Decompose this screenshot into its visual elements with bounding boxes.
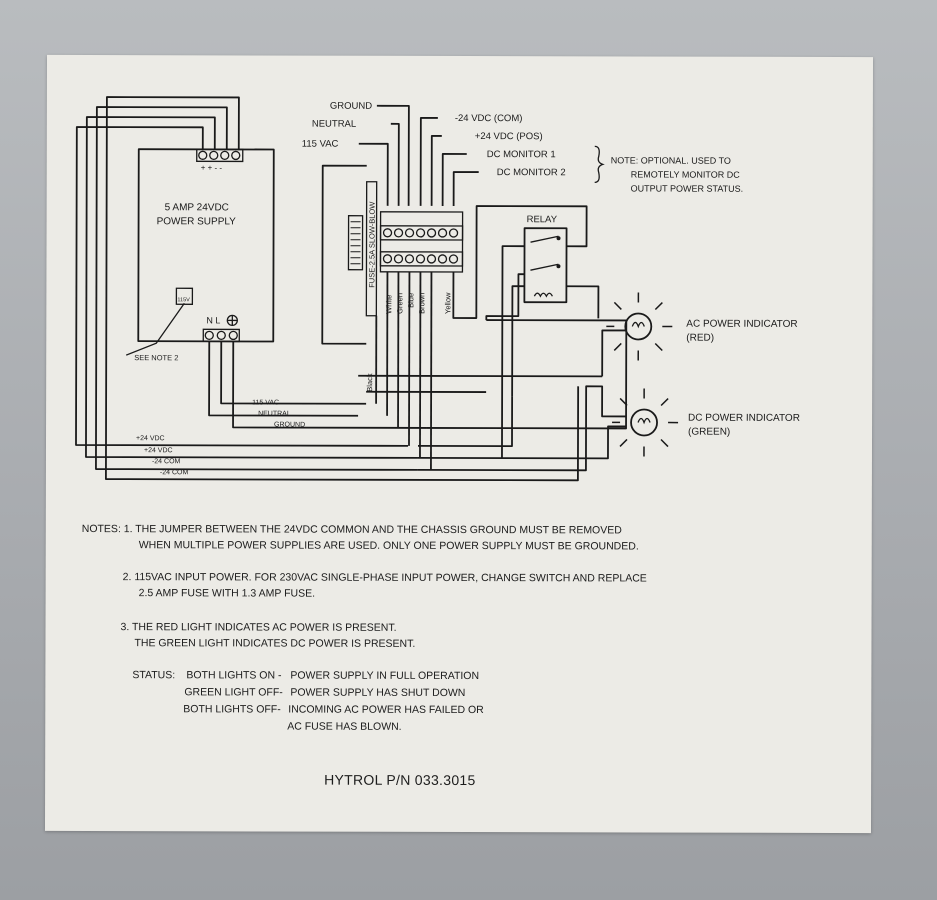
fuse-and-terminal-strip: FUSE-2.5A SLOW-BLOW xyxy=(321,164,464,345)
see-note-2: SEE NOTE 2 xyxy=(134,353,178,362)
note-1-line-1: NOTES: 1. THE JUMPER BETWEEN THE 24VDC C… xyxy=(81,523,622,537)
label-pos: +24 VDC (POS) xyxy=(475,131,543,142)
power-supply-title-1: 5 AMP 24VDC xyxy=(165,202,229,213)
wiring-diagram: + + - - 5 AMP 24VDC POWER SUPPLY 115V N … xyxy=(75,96,800,482)
terminal-drops xyxy=(375,205,588,470)
power-supply: + + - - 5 AMP 24VDC POWER SUPPLY 115V N … xyxy=(125,148,275,362)
status-state-1: BOTH LIGHTS ON - xyxy=(186,669,282,682)
label-mon2: DC MONITOR 2 xyxy=(497,167,566,178)
bus-com-1: -24 COM xyxy=(152,458,181,465)
wire-green: Green xyxy=(395,293,404,314)
indicator-wires xyxy=(358,319,628,472)
wire-white: White xyxy=(384,295,393,314)
bottom-terminal-block xyxy=(202,328,240,343)
status-label: STATUS: xyxy=(132,669,176,682)
label-mon1: DC MONITOR 1 xyxy=(487,149,556,160)
label-ground: GROUND xyxy=(330,101,372,112)
bus-neutral: NEUTRAL xyxy=(258,410,291,417)
ac-input-wires xyxy=(208,341,427,429)
note-2-line-2: 2.5 AMP FUSE WITH 1.3 AMP FUSE. xyxy=(138,587,316,600)
bus-pos-2: +24 VDC xyxy=(144,447,173,454)
part-number: HYTROL P/N 033.3015 xyxy=(324,771,476,789)
wiring-label-card: + + - - 5 AMP 24VDC POWER SUPPLY 115V N … xyxy=(44,54,874,834)
top-label-wires xyxy=(358,104,479,206)
note-3-line-1: 3. THE RED LIGHT INDICATES AC POWER IS P… xyxy=(120,621,397,634)
wire-brown: Brown xyxy=(417,293,426,314)
note-2-line-1: 2. 115VAC INPUT POWER. FOR 230VAC SINGLE… xyxy=(122,571,647,585)
ac-indicator-label-1: AC POWER INDICATOR xyxy=(686,319,797,330)
relay-label: RELAY xyxy=(527,214,558,225)
optional-note-2: REMOTELY MONITOR DC xyxy=(631,169,741,179)
status-meaning-2: POWER SUPPLY HAS SHUT DOWN xyxy=(290,686,466,700)
label-com: -24 VDC (COM) xyxy=(455,113,523,124)
status-meaning-3: INCOMING AC POWER HAS FAILED OR xyxy=(288,703,484,717)
optional-note-1: NOTE: OPTIONAL. USED TO xyxy=(611,155,731,165)
status-state-3: BOTH LIGHTS OFF- xyxy=(183,703,281,716)
ground-symbol-icon xyxy=(226,314,238,327)
terminal-signs: + + - - xyxy=(201,163,223,172)
dc-output-wires xyxy=(75,96,580,482)
wire-yellow: Yellow xyxy=(443,292,452,314)
brace-icon xyxy=(594,145,605,184)
n-l-label: N L xyxy=(206,315,220,325)
wire-black: Black xyxy=(365,373,374,392)
optional-note-3: OUTPUT POWER STATUS. xyxy=(631,183,744,193)
ac-indicator-lamp-icon xyxy=(606,292,673,361)
relay: RELAY xyxy=(485,214,600,459)
bus-ground: GROUND xyxy=(274,422,305,429)
label-115vac: 115 VAC xyxy=(302,139,339,150)
label-neutral: NEUTRAL xyxy=(312,119,356,130)
bus-115vac: 115 VAC xyxy=(252,399,279,406)
note-1-line-2: WHEN MULTIPLE POWER SUPPLIES ARE USED. O… xyxy=(138,539,639,553)
status-meaning-1: POWER SUPPLY IN FULL OPERATION xyxy=(290,669,480,683)
dc-indicator-label-1: DC POWER INDICATOR xyxy=(688,413,800,424)
dc-indicator-lamp-icon xyxy=(612,388,679,457)
bus-pos-1: +24 VDC xyxy=(136,435,165,442)
dc-indicator-label-2: (GREEN) xyxy=(688,427,730,438)
status-meaning-4: AC FUSE HAS BLOWN. xyxy=(287,720,402,733)
top-terminal-block xyxy=(196,148,244,163)
power-supply-title-2: POWER SUPPLY xyxy=(157,216,237,227)
wire-blue: Blue xyxy=(406,293,415,308)
fuse-label: FUSE-2.5A SLOW-BLOW xyxy=(367,201,376,288)
fuse xyxy=(365,181,378,317)
switch-label: 115V xyxy=(177,297,190,303)
ac-indicator-label-2: (RED) xyxy=(686,333,714,344)
status-state-2: GREEN LIGHT OFF- xyxy=(184,686,283,699)
note-3-line-2: THE GREEN LIGHT INDICATES DC POWER IS PR… xyxy=(134,637,416,650)
bus-com-2: -24 COM xyxy=(160,469,189,476)
